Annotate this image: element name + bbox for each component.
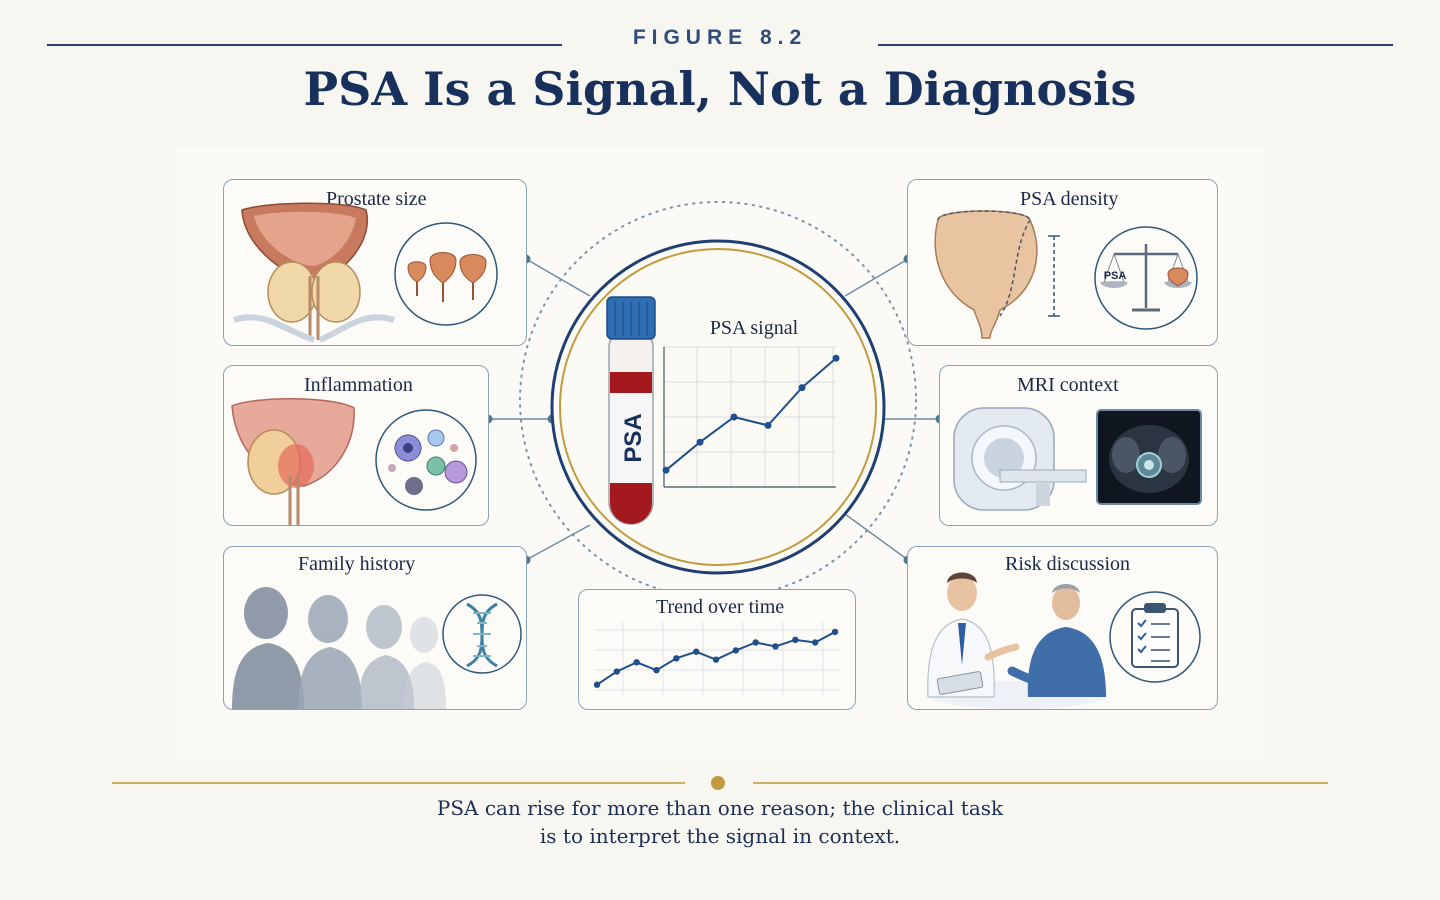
trend-point <box>692 648 700 655</box>
trend-point <box>811 639 819 646</box>
figure-title: PSA Is a Signal, Not a Diagnosis <box>303 62 1137 116</box>
prostate-anatomy-illustration <box>233 202 395 343</box>
dotted-halo <box>519 201 917 599</box>
dna-icon <box>442 594 522 674</box>
trend-point <box>613 668 621 675</box>
balance-scale-icon: PSA <box>1094 226 1198 330</box>
connector-psa-density <box>844 258 909 297</box>
signal-point <box>798 384 806 392</box>
scale-label: PSA <box>1104 270 1127 282</box>
card-title: Inflammation <box>304 374 413 396</box>
trend-point <box>673 655 680 662</box>
header-rule-right <box>878 44 1393 46</box>
clipboard-checklist-icon <box>1109 591 1201 683</box>
signal-point <box>730 413 738 421</box>
trend-series <box>593 628 839 688</box>
signal-line <box>665 357 837 471</box>
signal-point <box>696 438 704 446</box>
prostate-size-comparison-icon <box>394 222 498 326</box>
center-inner-ring <box>559 248 877 566</box>
trend-point <box>752 639 759 646</box>
card-family-history: Family history <box>223 546 527 710</box>
immune-cells-icon <box>375 409 477 511</box>
card-title: MRI context <box>1017 374 1119 396</box>
card-inflammation: Inflammation <box>223 365 489 526</box>
connector-risk-discussion <box>844 513 909 561</box>
card-risk-discussion: Risk discussion <box>907 546 1218 710</box>
figure-label: FIGURE 8.2 <box>632 26 808 49</box>
trend-point <box>653 667 660 674</box>
connector-family-history <box>525 524 591 561</box>
connector-prostate-size <box>525 258 591 297</box>
generations-illustration <box>232 587 446 709</box>
trend-point <box>831 628 839 636</box>
inflamed-prostate-illustration <box>231 398 355 525</box>
trend-point <box>593 681 601 688</box>
signal-chart-grid <box>664 346 836 487</box>
card-title: Trend over time <box>656 596 785 618</box>
card-trend-over-time: Trend over time <box>578 589 856 710</box>
card-title: Risk discussion <box>1005 553 1131 575</box>
center-outer-ring <box>550 239 886 575</box>
signal-point <box>764 421 772 429</box>
card-mri-context: MRI context <box>939 365 1218 526</box>
trend-point <box>712 656 720 663</box>
card-prostate-size: Prostate size <box>223 179 527 346</box>
tube-label-band <box>610 393 652 483</box>
caption-line-1: PSA can rise for more than one reason; t… <box>436 796 1004 820</box>
figure-caption: PSA can rise for more than one reason; t… <box>0 794 1440 850</box>
card-title: Family history <box>298 553 416 575</box>
psa-blood-tube: PSA <box>606 296 656 525</box>
signal-series <box>662 354 840 474</box>
header-rule-left <box>47 44 562 46</box>
signal-point <box>832 354 840 362</box>
mri-scan-image <box>1096 409 1202 505</box>
trend-point <box>792 636 799 644</box>
card-title: Prostate size <box>326 188 427 210</box>
trend-point <box>633 659 640 666</box>
caption-line-2: is to interpret the signal in context. <box>539 824 901 848</box>
trend-chart <box>593 622 841 694</box>
trend-point <box>732 647 740 654</box>
card-title: PSA density <box>1020 188 1119 210</box>
trend-point <box>772 643 779 650</box>
signal-point <box>662 466 670 474</box>
tube-label: PSA <box>620 413 647 462</box>
card-psa-density: PSA density PSA <box>907 179 1218 346</box>
gland-volume-illustration <box>934 210 1060 339</box>
doctor-patient-illustration <box>927 572 1108 709</box>
caption-ornament <box>711 776 725 790</box>
signal-chart-title: PSA signal <box>710 317 799 339</box>
mri-scanner-illustration <box>953 407 1087 511</box>
